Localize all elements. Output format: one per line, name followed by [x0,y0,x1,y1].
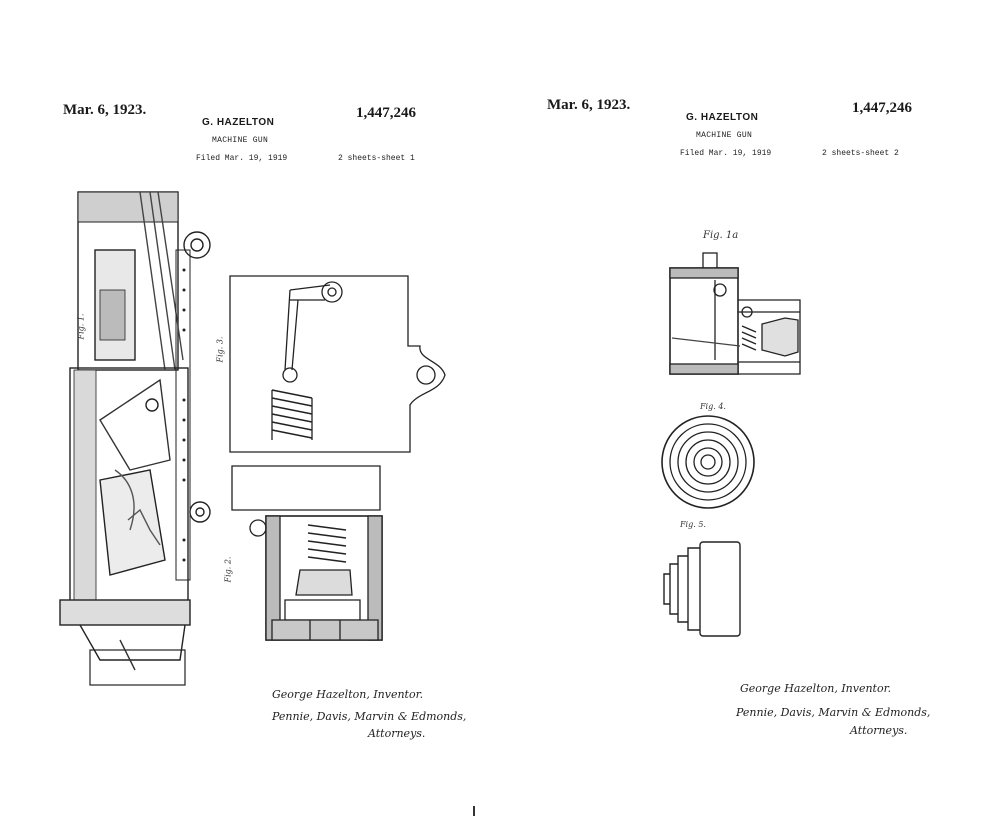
fig1-label: Fig. 1. [76,313,86,340]
fig1a-section [669,252,801,375]
attorneys-signature: Pennie, Davis, Marvin & Edmonds, [736,706,931,719]
patent-number: 1,447,246 [356,105,416,121]
patent-sheet-2: Mar. 6, 1923. G. HAZELTON 1,447,246 MACH… [473,0,1000,833]
fig1a-label: Fig. 1a [703,230,739,241]
patent-title: MACHINE GUN [212,136,269,145]
inventor-name: G. HAZELTON [202,117,275,128]
attorneys-signature: Pennie, Davis, Marvin & Edmonds, [272,710,467,723]
fig3-label: Fig. 3. [215,336,225,363]
filed-date: Filed Mar. 19, 1919 [680,149,772,158]
fig2-cylinder-section [231,465,383,641]
attorneys-signature-label: Attorneys. [850,724,908,737]
filed-date: Filed Mar. 19, 1919 [196,154,288,163]
fig5-stepped-cylinder [663,541,741,637]
attorneys-signature-label: Attorneys. [368,727,426,740]
inventor-name: G. HAZELTON [686,112,759,123]
inventor-signature: George Hazelton, Inventor. [272,688,424,701]
fig2-label: Fig. 2. [223,556,233,583]
machine-gun-drawing-sheet-2 [661,252,801,637]
fig4-label: Fig. 4. [700,402,726,411]
sheet-date: Mar. 6, 1923. [63,102,147,118]
fig4-spiral-spring [661,415,755,509]
patent-title: MACHINE GUN [696,131,753,140]
fig5-label: Fig. 5. [680,520,706,529]
sheet-count: 2 sheets-sheet 2 [822,149,899,158]
page-divider-mark [473,806,475,816]
sheet-date: Mar. 6, 1923. [547,97,631,113]
machine-gun-drawing-sheet-1 [59,191,446,686]
inventor-signature: George Hazelton, Inventor. [740,682,892,695]
patent-sheet-1: Mar. 6, 1923. G. HAZELTON 1,447,246 MACH… [59,102,467,740]
fig3-lever-detail [229,275,446,453]
patent-number: 1,447,246 [852,100,912,116]
sheet-count: 2 sheets-sheet 1 [338,154,415,163]
